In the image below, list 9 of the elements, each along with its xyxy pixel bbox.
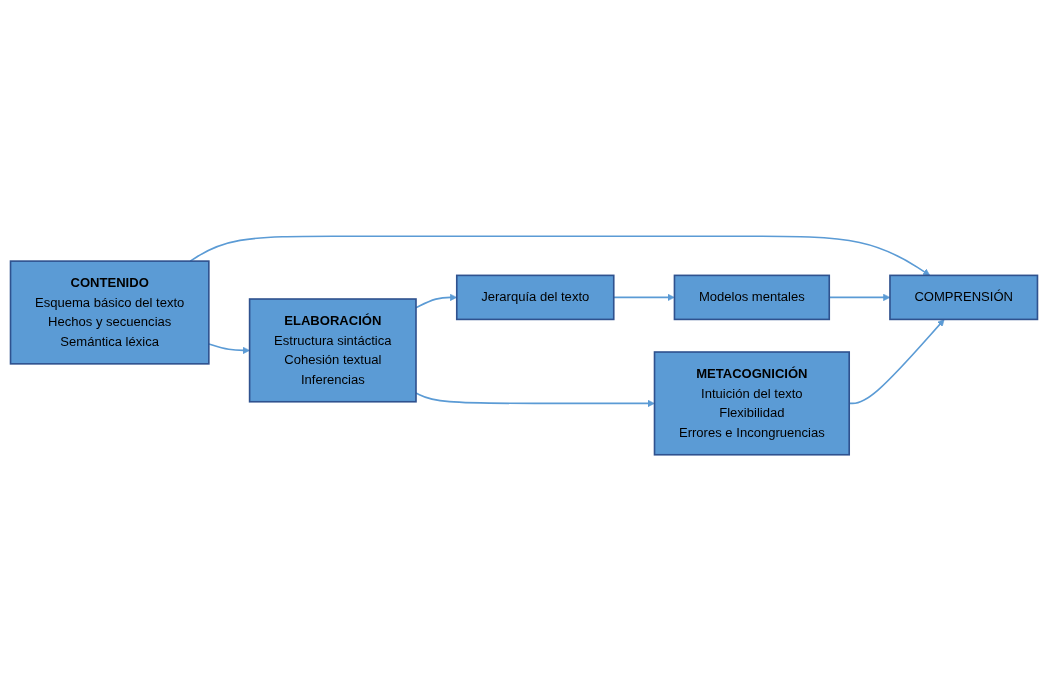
node-box: Jerarquía del texto	[455, 274, 615, 321]
arrow	[189, 235, 931, 276]
arrow	[208, 343, 250, 354]
node-box: ELABORACIÓN Estructura sintáctica Cohesión textual Inferencias	[248, 298, 417, 403]
node-box: Modelos mentales	[673, 274, 831, 321]
arrow	[415, 392, 655, 407]
node-box: COMPRENSIÓN	[889, 274, 1039, 321]
node-box: CONTENIDO Esquema básico del texto Hechos y secuencias Semántica léxica	[9, 260, 210, 365]
node-box: METACOGNICIÓN Intuición del texto Flexibilidad Errores e Incongruencias	[653, 351, 850, 456]
